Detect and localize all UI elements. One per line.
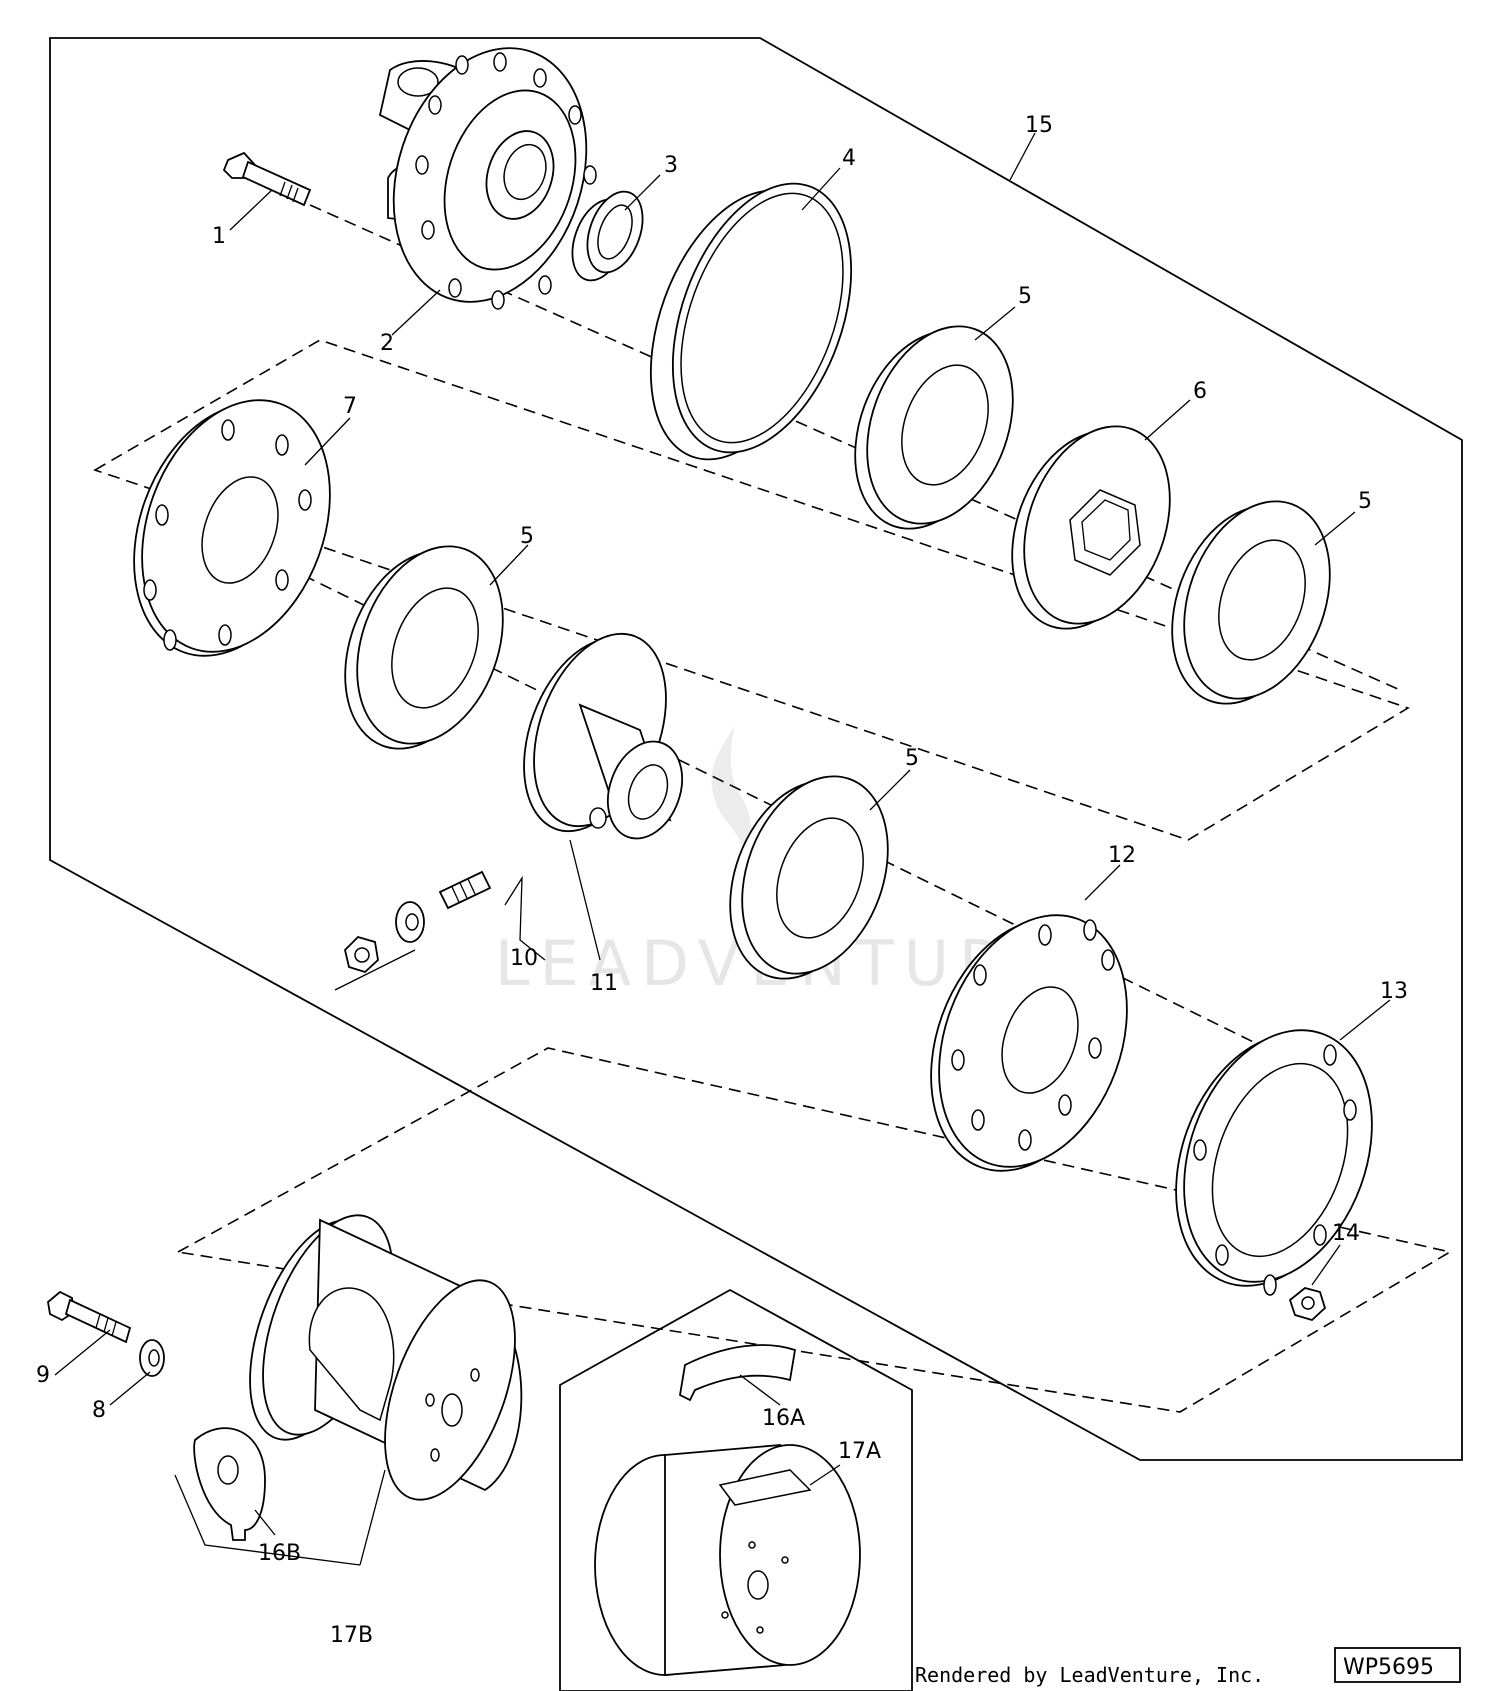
part-9-bolt [47, 1290, 132, 1344]
housing-group-outline [175, 1047, 1453, 1413]
part-8-washer [139, 1339, 165, 1377]
part-6-hex-plate [1011, 425, 1171, 630]
callout-5-upper: 5 [1018, 284, 1032, 309]
part-16a-insert [679, 1344, 797, 1402]
callout-13: 13 [1380, 979, 1408, 1004]
part-12-pressure-plate [930, 914, 1128, 1172]
part-5-friction-disc-lower [729, 775, 889, 980]
part-2-flange-yoke [378, 47, 597, 310]
callout-16b: 16B [258, 1541, 301, 1566]
callout-2: 2 [380, 331, 394, 356]
part-5-friction-disc-upper [854, 325, 1014, 530]
callout-12: 12 [1108, 843, 1136, 868]
callout-5-right: 5 [1358, 489, 1372, 514]
callout-14: 14 [1332, 1221, 1360, 1246]
callout-3: 3 [664, 153, 678, 178]
watermark-flame-icon [711, 725, 751, 855]
part-10-setscrew-kit [344, 870, 492, 974]
render-credit: Rendered by LeadVenture, Inc. [915, 1663, 1264, 1687]
callout-4: 4 [842, 146, 856, 171]
part-17b-housing [249, 1214, 523, 1501]
callout-5-lower: 5 [905, 746, 919, 771]
axis-middle [149, 499, 1291, 1061]
part-11-splined-hub [523, 632, 683, 840]
part-16b-shield [193, 1427, 266, 1541]
part-17a-housing [594, 1444, 861, 1676]
assembly-outline [49, 37, 1463, 1461]
callout-1: 1 [212, 224, 226, 249]
part-3-bushing [571, 190, 644, 282]
inset-outline [559, 1288, 913, 1691]
callout-17a: 17A [838, 1439, 881, 1464]
callout-8: 8 [92, 1398, 106, 1423]
callout-11: 11 [590, 971, 618, 996]
callout-10: 10 [510, 946, 538, 971]
callout-5-left: 5 [520, 524, 534, 549]
friction-pack-outline [93, 339, 1410, 841]
callout-6: 6 [1193, 379, 1207, 404]
part-4-ring [649, 182, 853, 461]
part-13-ring-plate [1175, 1029, 1373, 1296]
figure-code: WP5695 [1343, 1655, 1434, 1680]
figure-code-box [1334, 1647, 1461, 1683]
leader-lines [54, 132, 1391, 1566]
callout-7: 7 [343, 394, 357, 419]
part-5-friction-disc-left [344, 545, 504, 750]
callout-16a: 16A [762, 1406, 805, 1431]
callout-9: 9 [36, 1363, 50, 1388]
callout-15: 15 [1025, 113, 1053, 138]
part-7-flange-plate [133, 399, 331, 657]
part-1-bolt [222, 151, 312, 207]
callout-17b: 17B [330, 1623, 373, 1648]
part-5-friction-disc-right [1171, 500, 1331, 705]
part-14-nut [1288, 1287, 1327, 1322]
